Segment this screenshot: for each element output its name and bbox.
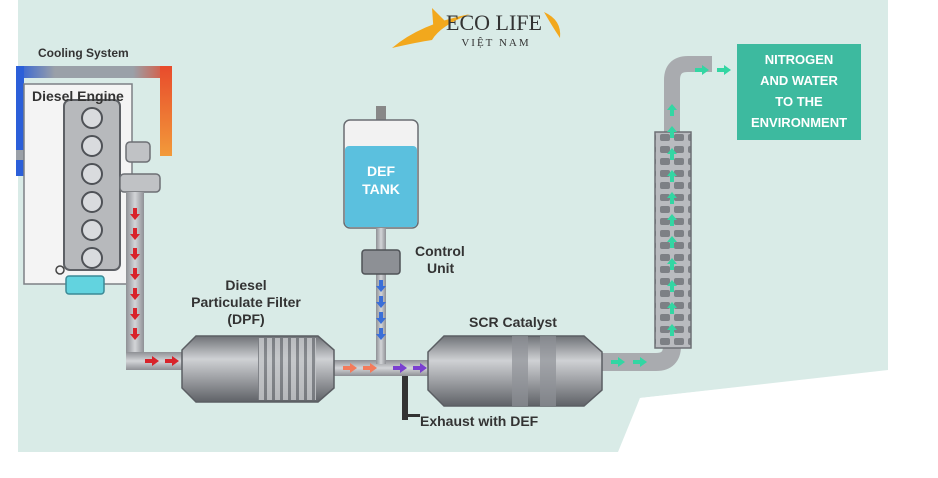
logo-subtitle: VIỆT NAM <box>461 37 530 49</box>
flow-arrow <box>695 65 709 75</box>
engine-cylinder <box>81 135 103 157</box>
flow-arrow <box>633 357 647 367</box>
engine-cylinder <box>81 219 103 241</box>
def-tank-label-line1: DEF <box>367 163 395 179</box>
diesel-engine-label: Diesel Engine <box>32 88 124 104</box>
flow-arrow <box>667 126 677 138</box>
flow-arrow <box>165 356 179 366</box>
dpf-label-line1: Diesel <box>225 277 266 293</box>
control-unit-label-line1: Control <box>415 243 465 259</box>
flow-arrow <box>376 312 386 324</box>
flow-arrow <box>717 65 731 75</box>
exhaust-with-def-label: Exhaust with DEF <box>420 413 539 429</box>
scr-catalyst-label: SCR Catalyst <box>469 314 557 330</box>
flow-arrow <box>130 228 140 240</box>
flow-arrow <box>343 363 357 373</box>
dpf-filter <box>181 335 335 403</box>
flow-arrow <box>376 296 386 308</box>
flow-arrow <box>376 328 386 340</box>
dpf-label-line2: Particulate Filter <box>191 294 301 310</box>
flow-arrow <box>130 328 140 340</box>
flow-arrow <box>130 208 140 220</box>
output-label-line4: ENVIRONMENT <box>751 115 847 130</box>
flow-arrow <box>130 288 140 300</box>
cooling-system-label: Cooling System <box>38 46 129 60</box>
output-label-line3: TO THE <box>775 94 823 109</box>
engine-cylinder <box>81 107 103 129</box>
engine-cylinder <box>81 191 103 213</box>
flow-arrow <box>393 363 407 373</box>
flow-arrow <box>363 363 377 373</box>
dpf-label-line3: (DPF) <box>227 311 264 327</box>
scr-catalyst <box>427 335 603 407</box>
eco-life-logo: ECO LIFE VIỆT NAM <box>392 8 561 49</box>
diesel-engine <box>23 83 161 295</box>
output-label-line2: AND WATER <box>760 73 838 88</box>
control-unit <box>361 249 401 275</box>
flow-arrow <box>667 104 677 116</box>
engine-cylinder <box>81 247 103 269</box>
flow-arrow <box>667 192 677 204</box>
flow-arrow <box>667 324 677 336</box>
flow-arrow <box>611 357 625 367</box>
def-tank <box>343 106 419 250</box>
flow-arrow <box>667 258 677 270</box>
flow-arrow <box>667 236 677 248</box>
flow-arrow <box>130 308 140 320</box>
flow-arrows <box>130 65 731 373</box>
output-box <box>737 44 861 140</box>
def-tank-label-line2: TANK <box>362 181 400 197</box>
corner-cover <box>610 370 895 478</box>
flow-arrow <box>667 148 677 160</box>
output-label-line1: NITROGEN <box>765 52 834 67</box>
flow-arrow <box>130 268 140 280</box>
engine-cylinder <box>81 163 103 185</box>
engine-cylinders <box>81 107 103 269</box>
flow-arrow <box>130 248 140 260</box>
flow-arrow <box>667 214 677 226</box>
flow-arrow <box>667 170 677 182</box>
control-unit-label-line2: Unit <box>427 260 455 276</box>
flow-arrow <box>667 280 677 292</box>
flow-arrow <box>376 280 386 292</box>
flow-arrow <box>145 356 159 366</box>
flow-arrow <box>667 302 677 314</box>
flow-arrow <box>413 363 427 373</box>
logo-wordmark: ECO LIFE <box>446 10 542 35</box>
